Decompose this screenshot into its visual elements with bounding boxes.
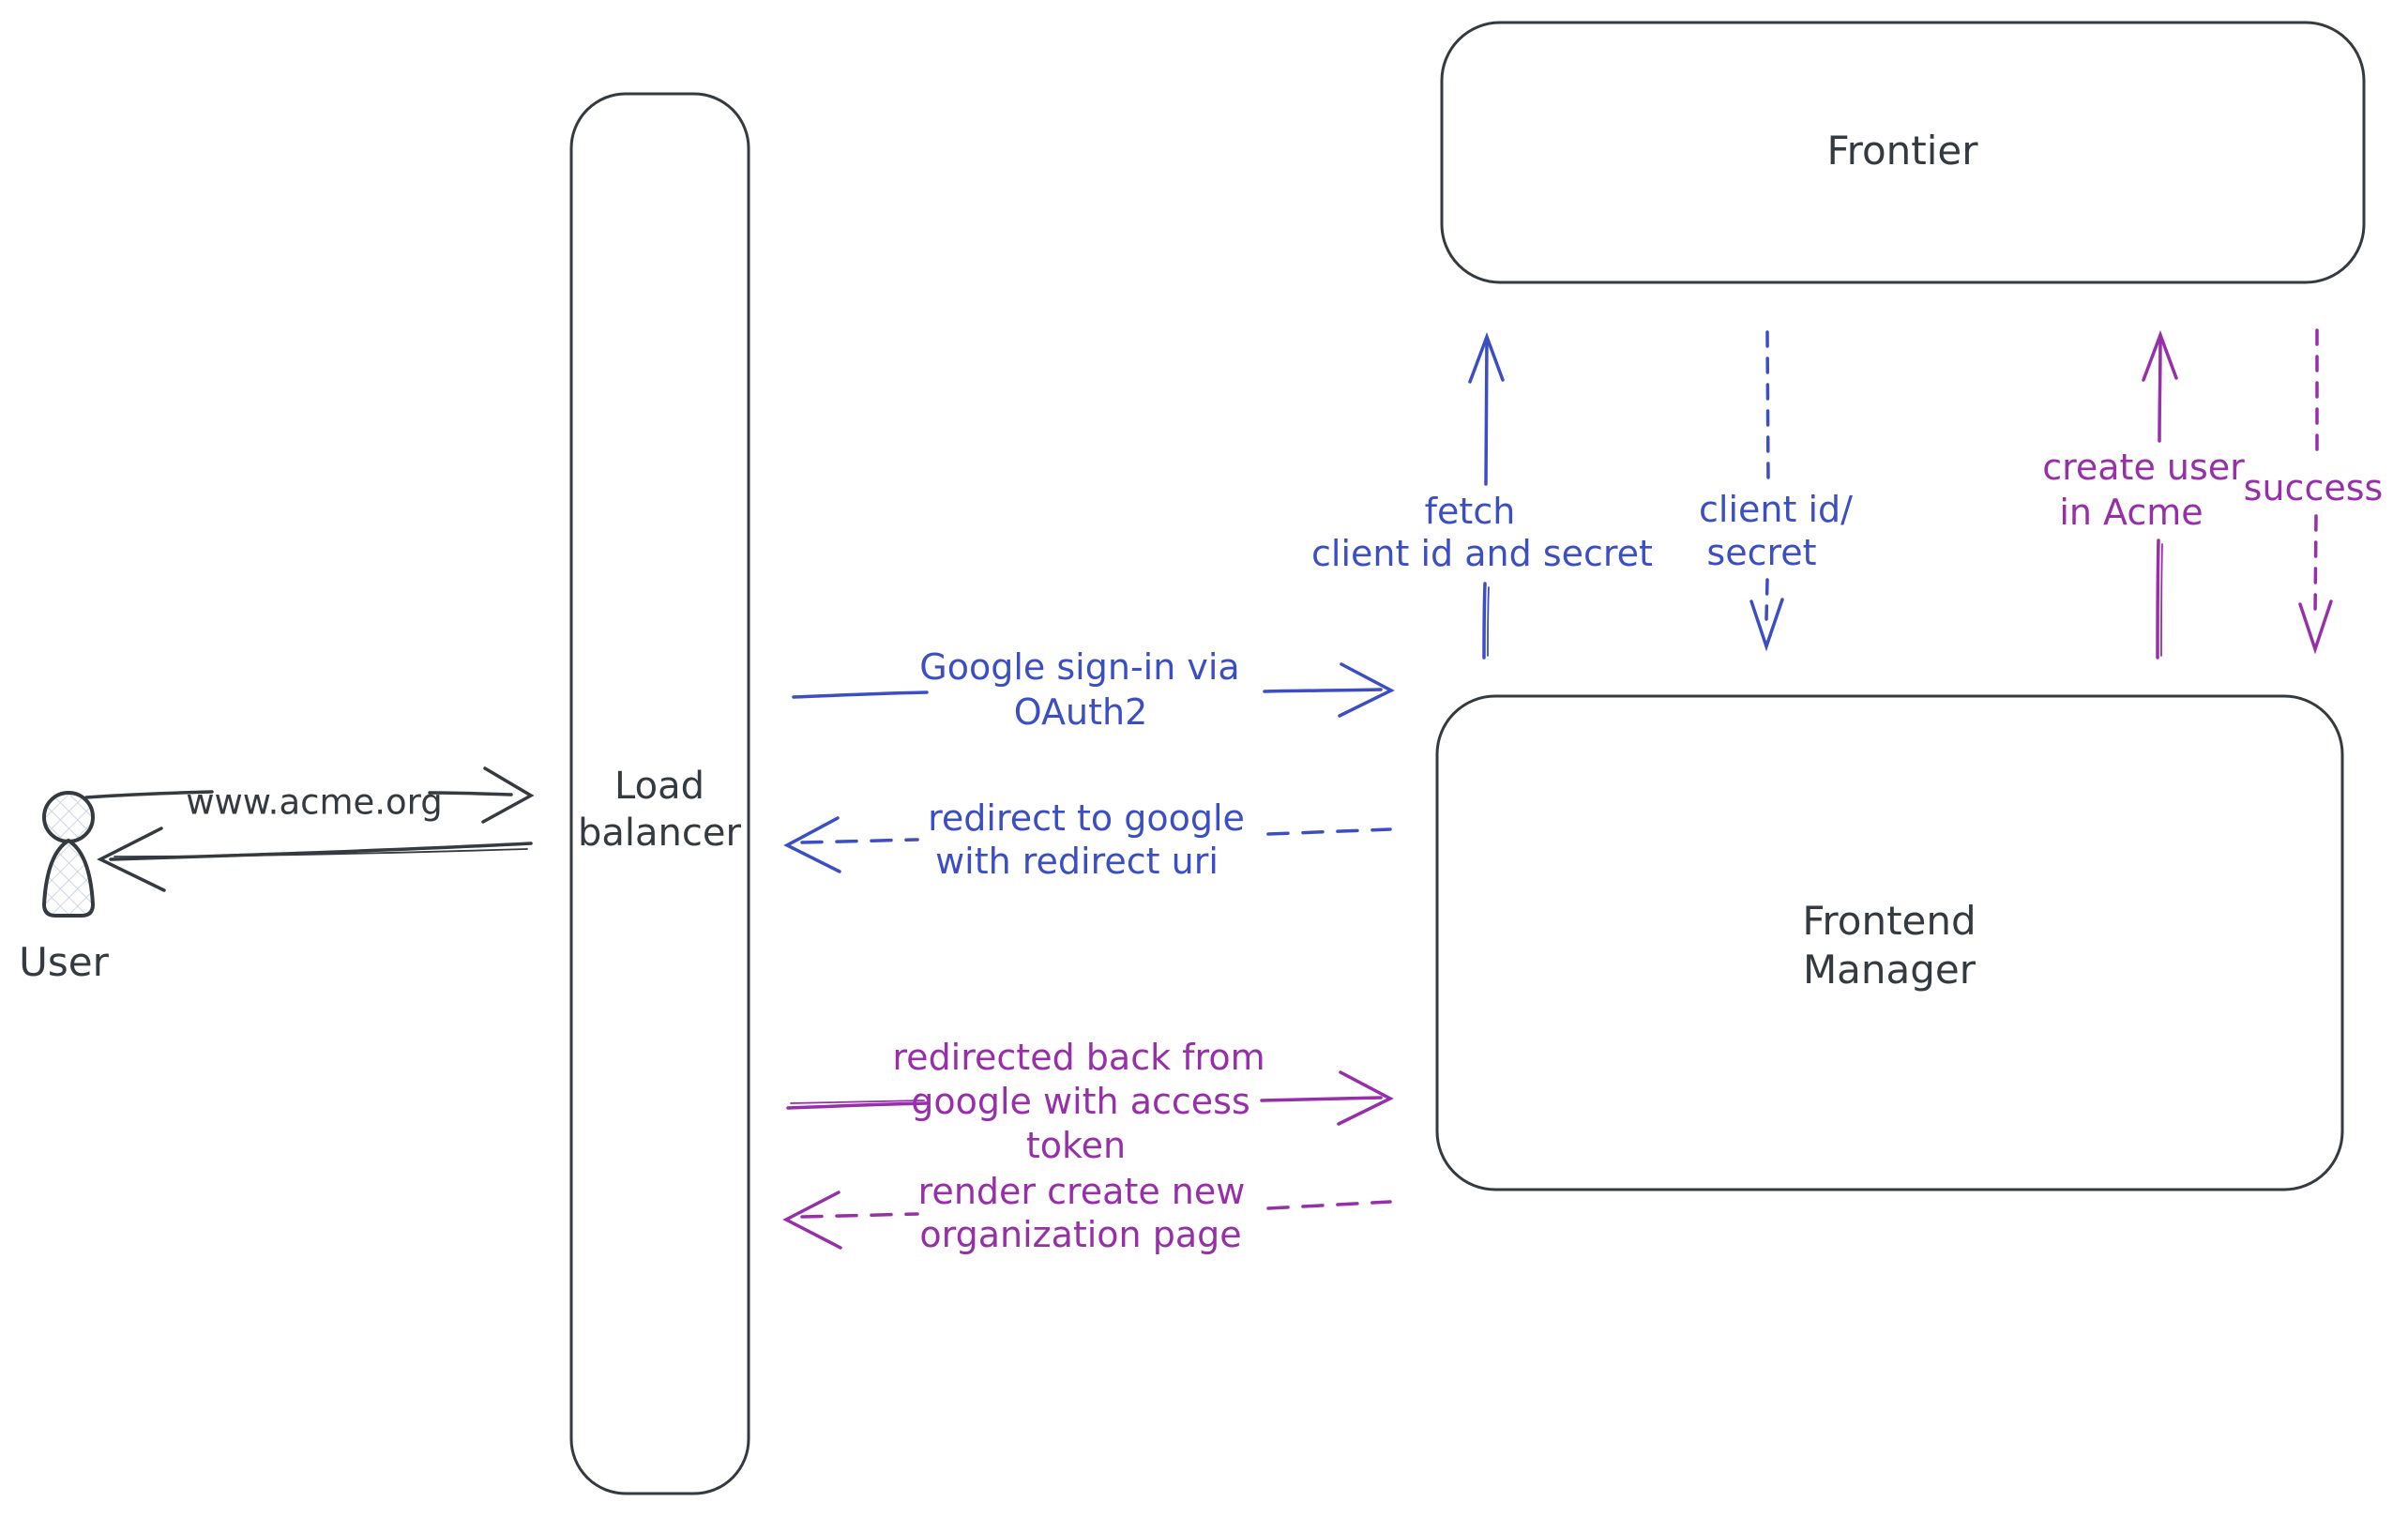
frontier-label: Frontier [1826,127,1978,174]
arrowhead-left [97,827,166,892]
arrowhead-down [2298,599,2333,655]
arrowhead-up [2142,329,2178,382]
load-balancer-label-line2: balancer [578,812,741,855]
edge-label-google-signin-line2: OAuth2 [1013,691,1148,734]
edge-label-redirected-back-line2: google with access [911,1081,1250,1123]
user-figure [41,791,96,918]
edge-label-fetch-line1: fetch [1424,491,1516,533]
edge-label-redirect-google-line2: with redirect uri [935,841,1219,883]
person-icon-head [42,791,95,843]
edge-label-www-acme: www.acme.org [186,781,443,823]
arrow-lb-return [97,827,533,892]
arrowhead-up [1468,331,1505,384]
arrowhead-right [1338,662,1395,718]
edge-label-redirected-back-line3: token [1025,1125,1127,1167]
arrow-google-signin [792,662,1395,718]
edge-label-render-org-line1: render create new [917,1171,1246,1213]
user-label: User [19,938,109,985]
arrow-client-id-secret [1749,330,1784,652]
arrowhead-right [481,766,535,824]
arrowhead-left [783,816,841,873]
frontend-manager-label-line1: Frontend [1802,897,1976,944]
frontend-manager-label-line2: Manager [1802,946,1976,993]
arrow-www-acme [84,766,535,824]
edge-label-success: success [2243,467,2384,509]
person-icon-body [41,838,96,918]
edge-label-client-id-line1: client id/ [1699,489,1853,531]
frontier-box [1440,21,2366,284]
load-balancer-box [569,92,750,1495]
edge-label-google-signin-line1: Google sign-in via [919,646,1240,689]
arrow-success [2298,328,2333,655]
edge-label-render-org-line2: organization page [919,1214,1242,1256]
edge-label-fetch-line2: client id and secret [1311,533,1653,575]
edge-label-create-user-line2: in Acme [2059,492,2204,534]
arrowhead-down [1749,598,1784,652]
arrowhead-left [782,1191,842,1250]
arrow-redirect-google [783,816,1392,873]
arrow-render-org [782,1191,1392,1250]
node-boxes [569,21,2366,1495]
edge-label-client-id-line2: secret [1706,532,1817,574]
load-balancer-label-line1: Load [614,765,704,808]
frontend-manager-box [1435,694,2344,1191]
arrow-fetch-client [1468,331,1505,660]
edge-label-redirect-google-line1: redirect to google [928,797,1245,840]
arrow-create-user [2142,329,2178,660]
edge-label-create-user-line1: create user [2042,447,2245,489]
edge-label-redirected-back-line1: redirected back from [892,1037,1265,1079]
arrowhead-right [1337,1070,1394,1126]
arrow-redirected-back [786,1070,1394,1126]
